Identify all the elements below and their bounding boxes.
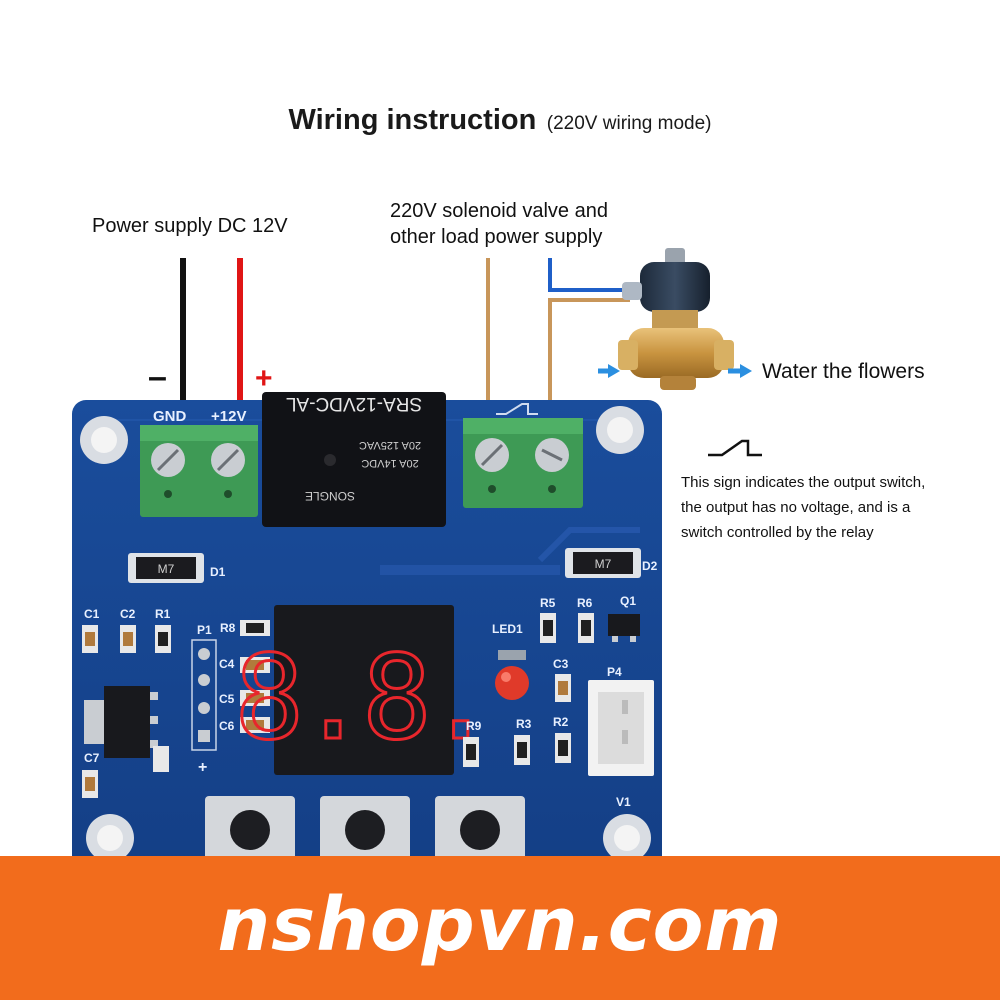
smd-c2: [120, 625, 136, 653]
smd-c1: [82, 625, 98, 653]
board-switch-sign-icon: [496, 403, 538, 415]
brand-logo: nshopvn.com: [217, 882, 783, 968]
d2-label: D2: [642, 559, 658, 573]
mounting-hole-top-left: [80, 416, 128, 464]
seven-segment-display: [274, 605, 454, 775]
c5-label: C5: [219, 692, 235, 706]
smd-r8: [240, 620, 270, 636]
diode-d1-marking: M7: [158, 562, 175, 576]
d1-label: D1: [210, 565, 226, 579]
brand-banner: nshopvn.com: [0, 856, 1000, 1000]
r6-label: R6: [577, 596, 593, 610]
wire-brown-valve: [548, 298, 630, 430]
smd-r3: [514, 735, 530, 765]
mounting-hole-top-right: [596, 406, 644, 454]
flow-arrow-in: [598, 364, 620, 378]
relay: SRA-12VDC-AL 20A 125VAC 20A 14VDC SONGLE: [262, 392, 446, 527]
title-subtitle: (220V wiring mode): [546, 113, 712, 134]
smd-c7: [82, 770, 98, 798]
p4-label: P4: [607, 665, 622, 679]
r3-label: R3: [516, 717, 532, 731]
mounting-hole-bottom-left: [86, 814, 134, 860]
load-supply-label: 220V solenoid valve and other load power…: [390, 198, 608, 250]
diode-d2: M7: [565, 548, 641, 578]
smd-c4: [240, 657, 270, 673]
power-terminal-block: [140, 425, 258, 517]
page-title: Wiring instruction (220V wiring mode): [0, 104, 1000, 137]
minus-sign: –: [148, 358, 167, 396]
switch-sign-note: This sign indicates the output switch, t…: [681, 470, 925, 545]
transistor-q1: [608, 614, 640, 642]
switch-symbol-icon: [708, 439, 762, 457]
title-main: Wiring instruction: [288, 104, 537, 136]
diode-d2-marking: M7: [595, 557, 612, 571]
plus12v-label: +12V: [211, 408, 246, 425]
smd-c6: [240, 717, 270, 733]
q1-label: Q1: [620, 594, 636, 608]
c7-label: C7: [84, 751, 100, 765]
flow-arrow-out: [728, 364, 752, 378]
smd-c3: [555, 674, 571, 702]
smd-r6: [578, 613, 594, 643]
v1-label: V1: [616, 795, 631, 809]
wire-blue: [548, 258, 630, 292]
load-supply-label-line1: 220V solenoid valve and: [390, 200, 608, 222]
c6-label: C6: [219, 719, 235, 733]
push-button-2: [320, 796, 410, 860]
switch-sign-note-line3: switch controlled by the relay: [681, 524, 874, 541]
mounting-hole-bottom-right: [603, 814, 651, 860]
load-supply-label-line2: other load power supply: [390, 226, 603, 248]
c1-label: C1: [84, 607, 100, 621]
smd-r1: [155, 625, 171, 653]
gnd-label: GND: [153, 408, 187, 425]
relay-model: SRA-12VDC-AL: [286, 393, 422, 414]
power-supply-label: Power supply DC 12V: [92, 215, 288, 237]
r9-label: R9: [466, 719, 482, 733]
smd-c5: [240, 690, 270, 706]
p1-label: P1: [197, 623, 212, 637]
relay-rating-1: 20A 125VAC: [359, 439, 421, 451]
plus-pin-label: +: [198, 759, 207, 776]
wiring-diagram: – + GND +12V: [72, 248, 762, 860]
header-p1: [191, 639, 217, 751]
r2-label: R2: [553, 715, 569, 729]
voltage-regulator: [84, 686, 158, 758]
smd-r2: [555, 733, 571, 763]
smd-r9: [463, 737, 479, 767]
diode-d1: M7: [128, 553, 204, 583]
c2-label: C2: [120, 607, 136, 621]
push-button-1: [205, 796, 295, 860]
c4-label: C4: [219, 657, 235, 671]
plus-sign: +: [255, 362, 273, 395]
r8-label: R8: [220, 621, 236, 635]
water-flowers-label: Water the flowers: [762, 360, 925, 383]
r5-label: R5: [540, 596, 556, 610]
push-button-3: [435, 796, 525, 860]
r1-label: R1: [155, 607, 171, 621]
c3-label: C3: [553, 657, 569, 671]
smd-r5: [540, 613, 556, 643]
relay-rating-2: 20A 14VDC: [361, 457, 419, 469]
connector-p4: [588, 680, 654, 776]
display-digits: 8.8.: [234, 631, 489, 766]
led1: [495, 650, 529, 700]
smd-extra: [153, 746, 169, 772]
output-terminal-block: [463, 418, 583, 508]
led1-label: LED1: [492, 622, 523, 636]
relay-brand: SONGLE: [305, 489, 355, 503]
switch-sign-note-line2: the output has no voltage, and is a: [681, 499, 911, 516]
solenoid-valve: [618, 248, 734, 390]
switch-sign-note-line1: This sign indicates the output switch,: [681, 474, 926, 491]
